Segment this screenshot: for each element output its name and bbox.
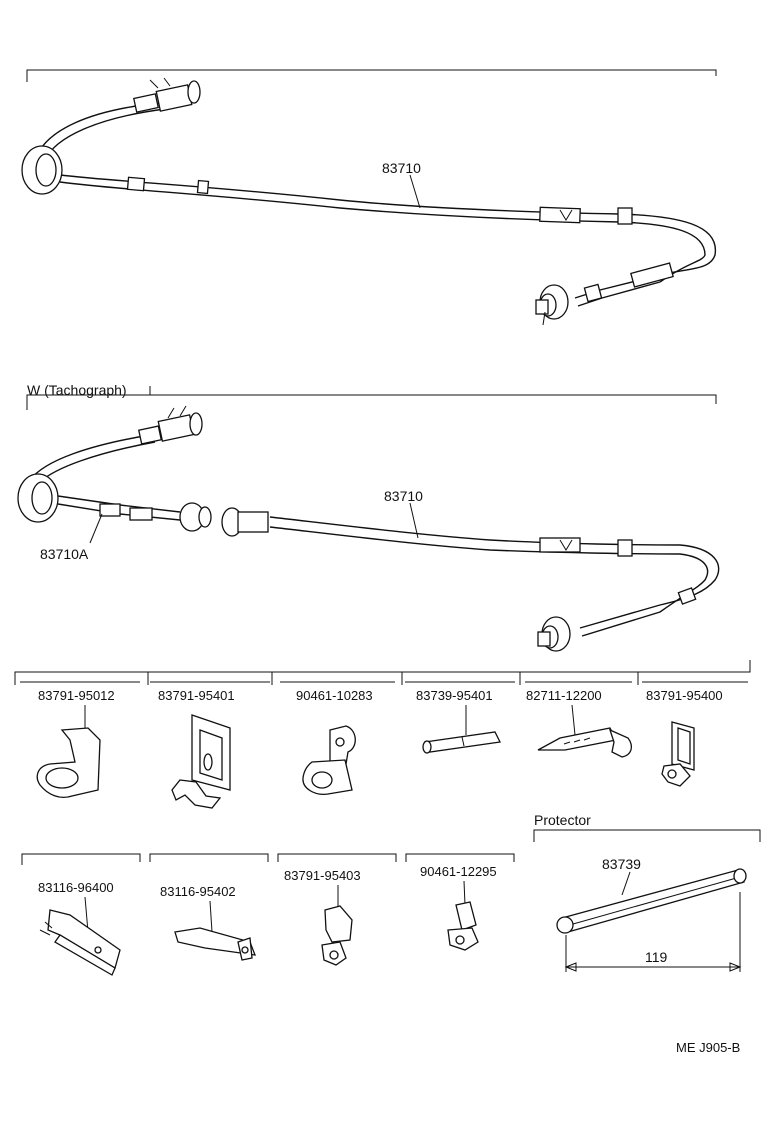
svg-text:83791-95012: 83791-95012 xyxy=(38,688,115,703)
clip-83116-95402: 83116-95402 xyxy=(160,884,257,961)
leader-83710-tachograph xyxy=(409,502,419,539)
clip-83791-95012: 83791-95012 xyxy=(36,688,115,799)
tachograph-meter-connector xyxy=(137,405,203,445)
tachograph-transmission-nut xyxy=(537,616,571,652)
transmission-end-nut xyxy=(535,284,569,326)
protector-section: Protector 83739 119 xyxy=(533,812,761,972)
leader-83710-top xyxy=(409,174,421,209)
clip-83791-95401: 83791-95401 xyxy=(158,688,235,809)
clip-90461-12295: 90461-12295 xyxy=(420,864,497,951)
clip-83739-95401: 83739-95401 xyxy=(416,688,501,754)
clip-90461-10283: 90461-10283 xyxy=(296,688,373,795)
svg-text:83739-95401: 83739-95401 xyxy=(416,688,493,703)
svg-text:83116-96400: 83116-96400 xyxy=(38,880,114,895)
label-83739: 83739 xyxy=(602,856,641,872)
dimension-119: 119 xyxy=(645,949,668,965)
svg-text:83791-95403: 83791-95403 xyxy=(284,868,361,883)
label-83710a: 83710A xyxy=(40,546,89,562)
standard-cable-section: 83710 xyxy=(21,69,717,326)
clip-group-bracket xyxy=(14,660,751,685)
tachograph-section: W (Tachograph) xyxy=(17,382,720,652)
svg-text:83791-95400: 83791-95400 xyxy=(646,688,723,703)
protector-heading: Protector xyxy=(534,812,591,828)
dimension-line xyxy=(565,892,741,972)
meter-end-connector xyxy=(133,77,201,113)
svg-text:83116-95402: 83116-95402 xyxy=(160,884,236,899)
svg-text:82711-12200: 82711-12200 xyxy=(526,688,602,703)
tachograph-heading: W (Tachograph) xyxy=(27,382,127,398)
svg-text:83791-95401: 83791-95401 xyxy=(158,688,235,703)
label-83710-top: 83710 xyxy=(382,160,421,176)
section-bracket-tachograph xyxy=(26,386,717,410)
clip-83116-96400: 83116-96400 xyxy=(38,880,121,976)
svg-text:90461-10283: 90461-10283 xyxy=(296,688,373,703)
clip-83791-95400: 83791-95400 xyxy=(646,688,723,787)
clip-83791-95403: 83791-95403 xyxy=(284,868,361,966)
leader-83710a xyxy=(89,513,103,544)
label-83710-tachograph: 83710 xyxy=(384,488,423,504)
svg-text:90461-12295: 90461-12295 xyxy=(420,864,497,879)
diagram-code: ME J905-B xyxy=(676,1040,740,1055)
clip-group-bracket-2 xyxy=(21,853,515,865)
section-bracket-top xyxy=(26,69,717,82)
clip-82711-12200: 82711-12200 xyxy=(526,688,633,758)
